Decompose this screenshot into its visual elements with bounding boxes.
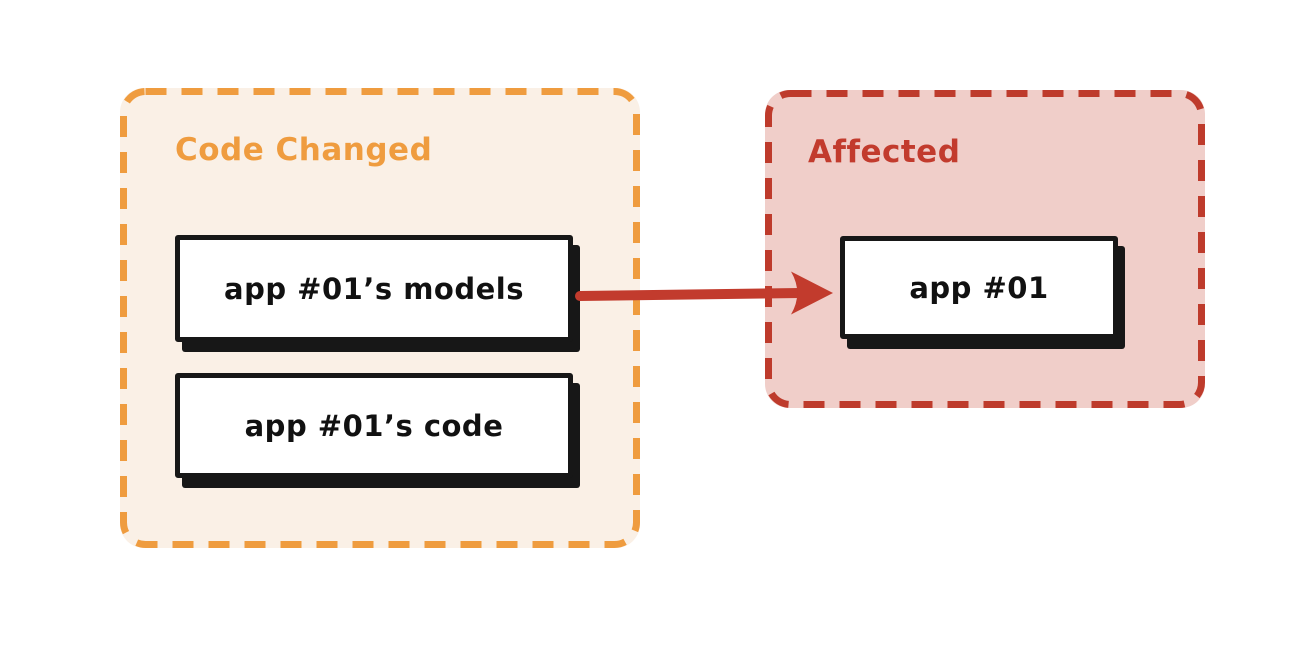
node-app01: app #01	[840, 236, 1118, 339]
node-label: app #01’s models	[224, 271, 524, 306]
group-title-code-changed: Code Changed	[175, 132, 433, 168]
group-title-affected: Affected	[808, 134, 961, 170]
group-code-changed: Code Changed app #01’s models app #01’s …	[120, 88, 640, 548]
node-app01-code: app #01’s code	[175, 373, 573, 478]
group-affected: Affected app #01	[765, 90, 1205, 408]
node-app01-models: app #01’s models	[175, 235, 573, 342]
node-label: app #01	[909, 270, 1049, 305]
node-label: app #01’s code	[244, 408, 504, 443]
